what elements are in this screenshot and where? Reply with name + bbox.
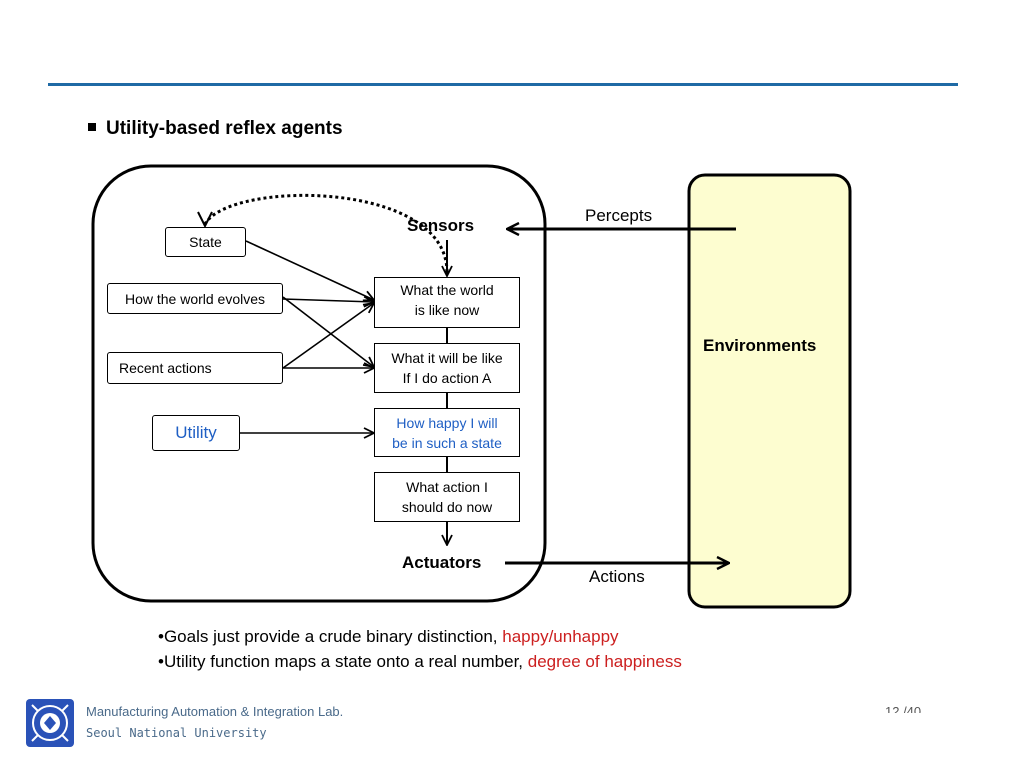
recent-to-world-arrow	[282, 303, 374, 369]
environments-label: Environments	[703, 336, 817, 355]
page-number: 12 /40	[885, 704, 922, 713]
footer-lab-name: Manufacturing Automation & Integration L…	[86, 704, 344, 719]
world-now-box: What the world is like now	[374, 277, 520, 328]
square-bullet-icon	[88, 122, 96, 131]
bullet-utility: •Utility function maps a state onto a re…	[158, 652, 682, 671]
sensors-label: Sensors	[407, 216, 475, 235]
evolves-to-future-arrow	[282, 296, 374, 367]
recent-actions-box: Recent actions	[107, 352, 283, 384]
actions-label: Actions	[589, 567, 645, 586]
agent-boundary	[91, 164, 547, 603]
state-feedback-arrowhead	[197, 211, 213, 229]
percepts-label: Percepts	[585, 206, 653, 225]
university-logo-icon	[26, 699, 74, 747]
slide-heading: Utility-based reflex agents	[88, 118, 343, 140]
top-rule	[48, 83, 958, 86]
summary-bullets: •Goals just provide a crude binary disti…	[158, 624, 682, 674]
environment-box	[687, 173, 852, 609]
future-state-box: What it will be like If I do action A	[374, 343, 520, 393]
bullet-goals: •Goals just provide a crude binary disti…	[158, 627, 619, 646]
state-to-world-arrow	[245, 240, 374, 300]
state-feedback-dotted	[203, 193, 449, 273]
world-evolves-box: How the world evolves	[107, 283, 283, 314]
footer-university: Seoul National University	[86, 726, 267, 740]
evolves-to-world-arrow	[282, 299, 374, 302]
state-box: State	[165, 227, 246, 257]
happiness-box: How happy I will be in such a state	[374, 408, 520, 457]
action-choice-box: What action I should do now	[374, 472, 520, 522]
actuators-label: Actuators	[402, 553, 482, 572]
utility-box: Utility	[152, 415, 240, 451]
